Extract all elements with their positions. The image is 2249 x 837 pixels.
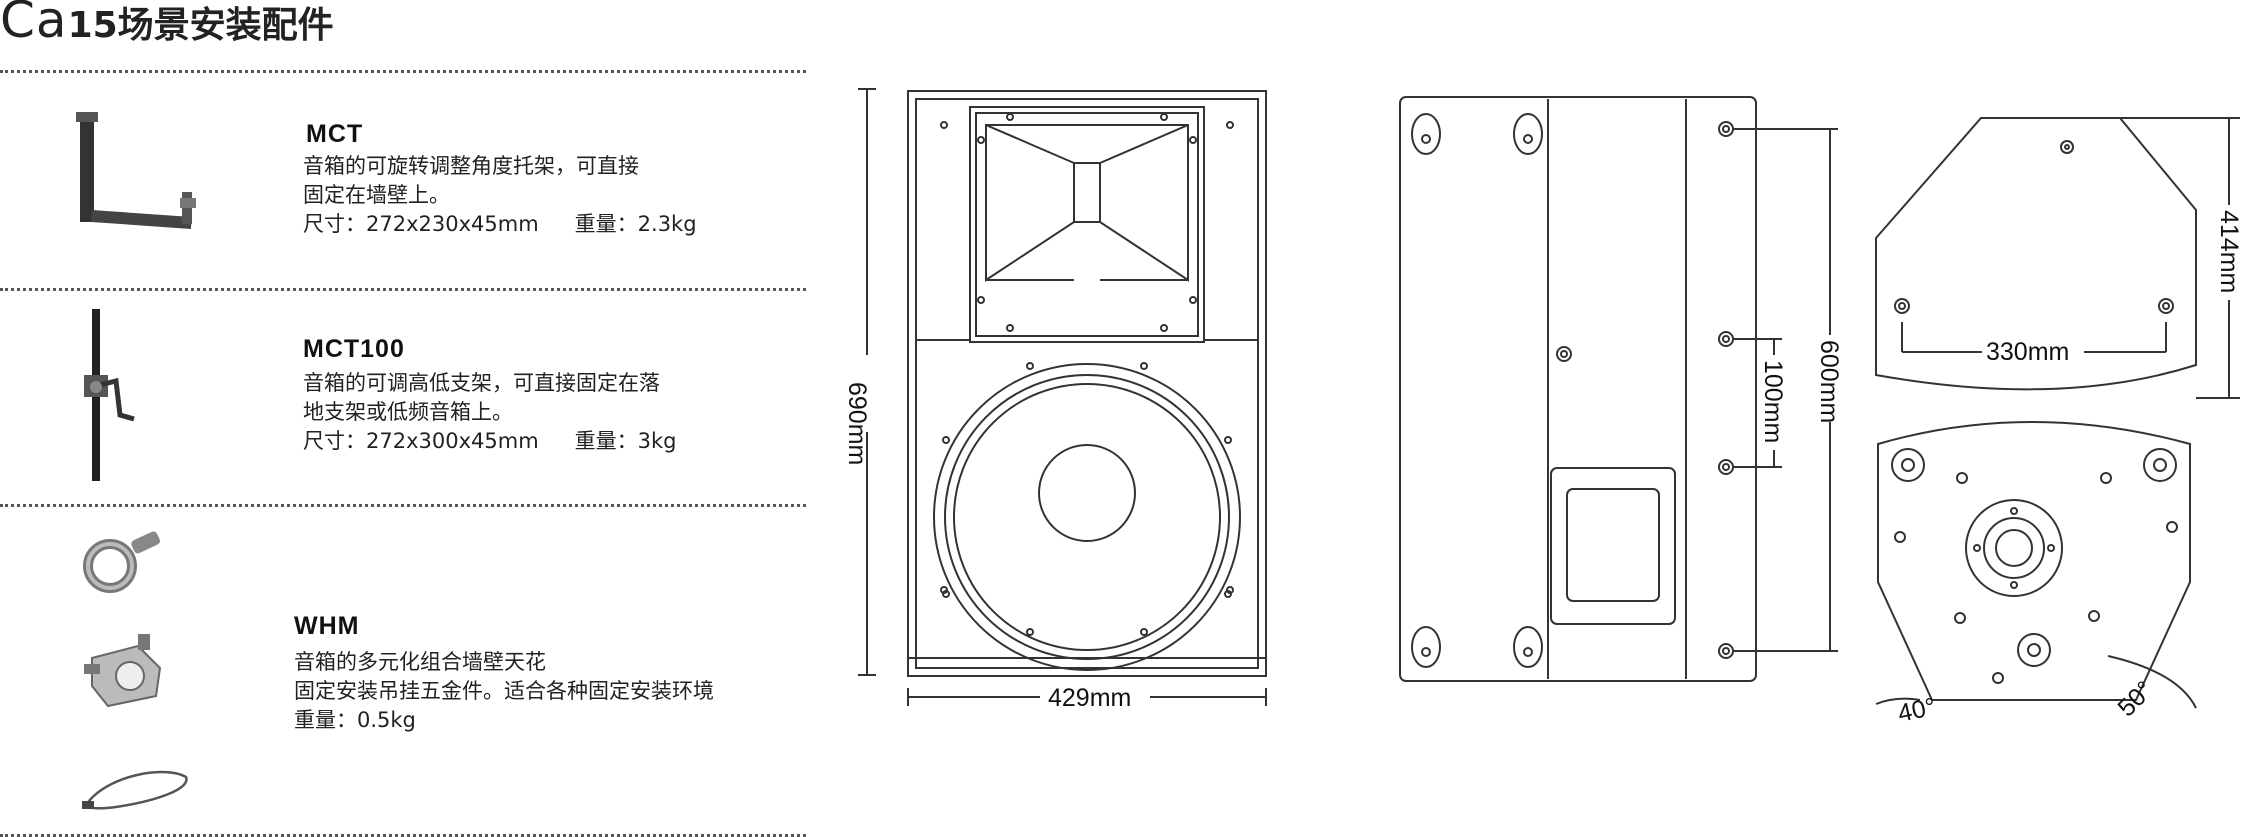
side-spacing-label: 100mm: [1759, 360, 1787, 443]
bottom-view: [1875, 421, 2197, 709]
product-desc-line: 音箱的可旋转调整角度托架，可直接: [303, 154, 639, 178]
top-view: [1875, 117, 2240, 399]
front-height-label: 690mm: [843, 382, 871, 465]
product-desc-line: 固定安装吊挂五金件。适合各种固定安装环境: [294, 679, 714, 703]
front-width-label: 429mm: [1048, 684, 1131, 712]
front-view: [858, 88, 1267, 706]
top-height-label: 414mm: [2215, 210, 2243, 293]
product-weight: 重量：2.3kg: [574, 212, 697, 236]
product-description: 音箱的可旋转调整角度托架，可直接 固定在墙壁上。 尺寸：272x230x45mm…: [303, 152, 697, 239]
top-width-label: 330mm: [1986, 338, 2069, 366]
divider: [0, 70, 806, 73]
product-spec: 尺寸：272x300x45mm 重量：3kg: [303, 427, 677, 456]
divider: [0, 504, 806, 507]
divider: [0, 288, 806, 291]
side-view: [1399, 96, 1838, 682]
page-title: Ca15场景安装配件: [0, 0, 334, 46]
clamp-icon: [84, 634, 162, 708]
angle-right-label: 50°: [2112, 676, 2159, 723]
product-size: 尺寸：272x300x45mm: [303, 429, 539, 453]
title-brand: Ca: [0, 0, 68, 49]
product-weight: 重量：0.5kg: [294, 708, 416, 732]
product-name: WHM: [294, 612, 360, 640]
product-spec: 尺寸：272x230x45mm 重量：2.3kg: [303, 210, 697, 239]
product-desc-line: 固定在墙壁上。: [303, 183, 450, 207]
product-name: MCT: [306, 120, 364, 148]
product-desc-line: 地支架或低频音箱上。: [303, 400, 513, 424]
product-size: 尺寸：272x230x45mm: [303, 212, 539, 236]
product-weight: 重量：3kg: [574, 429, 677, 453]
product-desc-line: 音箱的可调高低支架，可直接固定在落: [303, 371, 660, 395]
mct100-stand-icon: [84, 309, 135, 481]
title-text: 15场景安装配件: [67, 5, 334, 46]
dimension-labels: 690mm 429mm 600mm 100mm 414mm 330mm 40° …: [843, 210, 2243, 728]
product-description: 音箱的多元化组合墙壁天花 固定安装吊挂五金件。适合各种固定安装环境 重量：0.5…: [294, 648, 714, 735]
product-description: 音箱的可调高低支架，可直接固定在落 地支架或低频音箱上。 尺寸：272x300x…: [303, 369, 677, 456]
divider: [0, 834, 806, 837]
eyebolt-icon: [83, 531, 160, 593]
product-name: MCT100: [303, 335, 405, 363]
side-depth-label: 600mm: [1815, 340, 1843, 423]
mct-bracket-icon: [76, 112, 196, 229]
product-desc-line: 音箱的多元化组合墙壁天花: [294, 650, 546, 674]
safety-cable-icon: [82, 770, 188, 810]
